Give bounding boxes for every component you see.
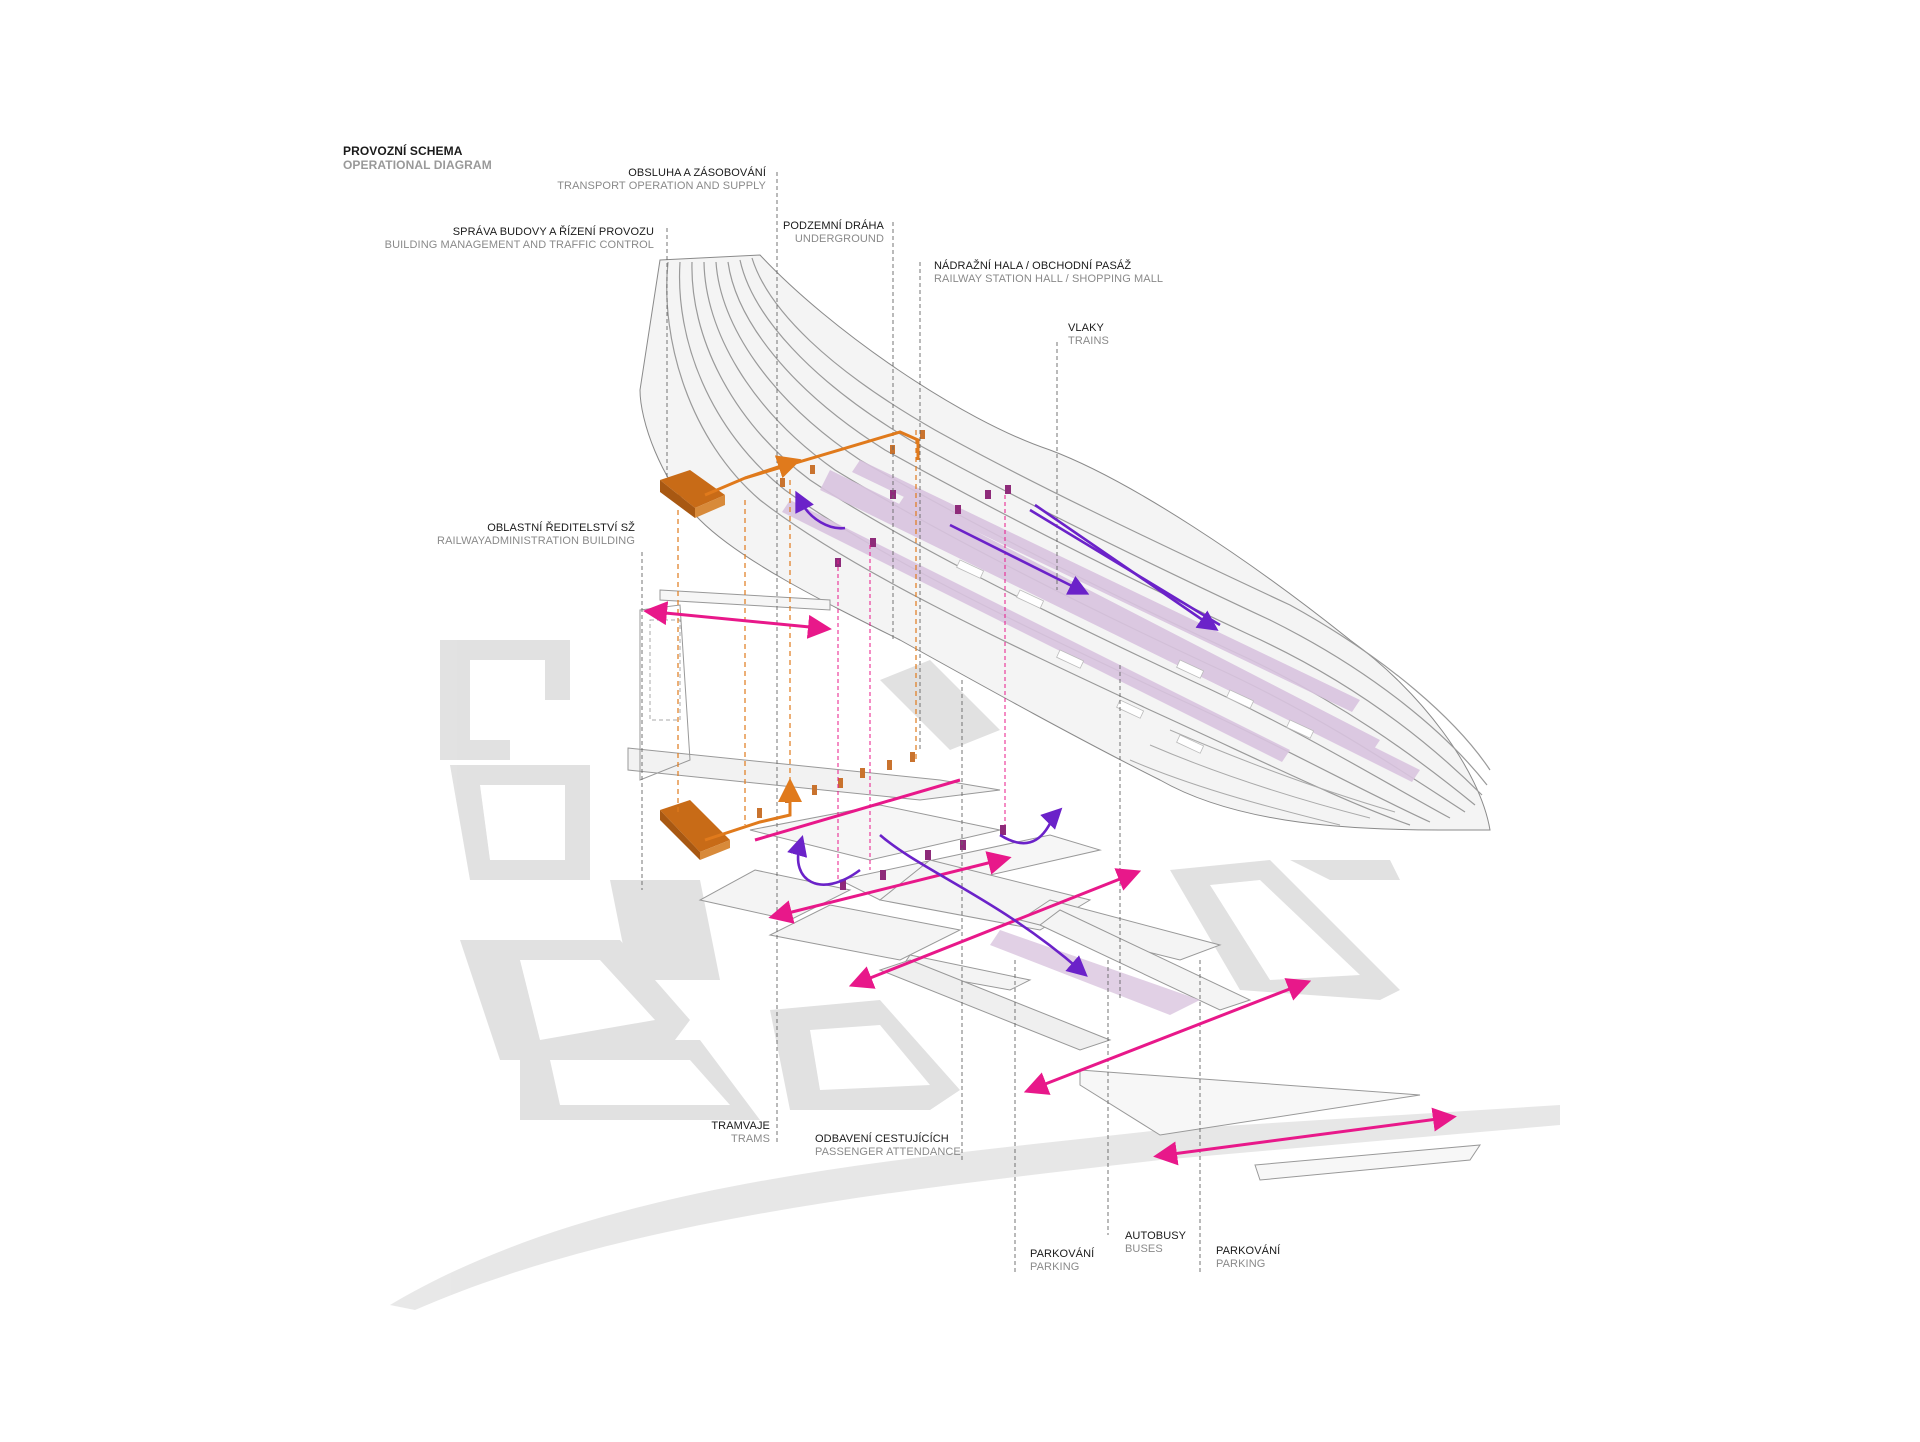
label-management-cz: SPRÁVA BUDOVY A ŘÍZENÍ PROVOZU [452, 226, 654, 238]
label-trams-en: TRAMS [731, 1132, 770, 1145]
label-administration-cz: OBLASTNÍ ŘEDITELSTVÍ SŽ [487, 522, 635, 534]
label-passengers-en: PASSENGER ATTENDANCE [815, 1145, 961, 1158]
label-buses: AUTOBUSY BUSES [1125, 1230, 1186, 1255]
label-parking2-cz: PARKOVÁNÍ [1216, 1245, 1281, 1257]
label-management-en: BUILDING MANAGEMENT AND TRAFFIC CONTROL [384, 238, 654, 251]
label-supply: OBSLUHA A ZÁSOBOVÁNÍ TRANSPORT OPERATION… [557, 167, 766, 192]
label-supply-en: TRANSPORT OPERATION AND SUPPLY [557, 179, 766, 192]
label-trams: TRAMVAJE TRAMS [711, 1120, 770, 1145]
label-administration-en: RAILWAYADMINISTRATION BUILDING [437, 534, 635, 547]
label-parking1-en: PARKING [1030, 1260, 1080, 1273]
label-trains-en: TRAINS [1068, 334, 1109, 347]
label-hall-cz: NÁDRAŽNÍ HALA / OBCHODNÍ PASÁŽ [934, 260, 1132, 272]
label-station-hall: NÁDRAŽNÍ HALA / OBCHODNÍ PASÁŽ RAILWAY S… [934, 260, 1163, 285]
label-hall-en: RAILWAY STATION HALL / SHOPPING MALL [934, 272, 1164, 285]
label-underground-cz: PODZEMNÍ DRÁHA [782, 220, 884, 232]
label-passengers-cz: ODBAVENÍ CESTUJÍCÍCH [815, 1133, 949, 1145]
label-supply-cz: OBSLUHA A ZÁSOBOVÁNÍ [628, 167, 766, 179]
label-buses-cz: AUTOBUSY [1125, 1230, 1187, 1242]
label-passengers: ODBAVENÍ CESTUJÍCÍCH PASSENGER ATTENDANC… [815, 1133, 961, 1158]
label-trains-cz: VLAKY [1068, 322, 1104, 334]
label-underground: PODZEMNÍ DRÁHA UNDERGROUND [783, 220, 884, 245]
label-parking-1: PARKOVÁNÍ PARKING [1030, 1248, 1094, 1273]
label-administration: OBLASTNÍ ŘEDITELSTVÍ SŽ RAILWAYADMINISTR… [437, 522, 635, 547]
diagram-title: PROVOZNÍ SCHEMA OPERATIONAL DIAGRAM [343, 144, 492, 173]
label-parking1-cz: PARKOVÁNÍ [1030, 1248, 1095, 1260]
label-trains: VLAKY TRAINS [1068, 322, 1109, 347]
label-trams-cz: TRAMVAJE [711, 1120, 770, 1132]
title-en: OPERATIONAL DIAGRAM [343, 157, 492, 172]
title-cz: PROVOZNÍ SCHEMA [343, 144, 463, 158]
label-management: SPRÁVA BUDOVY A ŘÍZENÍ PROVOZU BUILDING … [385, 226, 654, 251]
label-underground-en: UNDERGROUND [794, 232, 884, 245]
label-buses-en: BUSES [1125, 1242, 1163, 1255]
label-parking2-en: PARKING [1216, 1257, 1266, 1270]
label-parking-2: PARKOVÁNÍ PARKING [1216, 1245, 1280, 1270]
